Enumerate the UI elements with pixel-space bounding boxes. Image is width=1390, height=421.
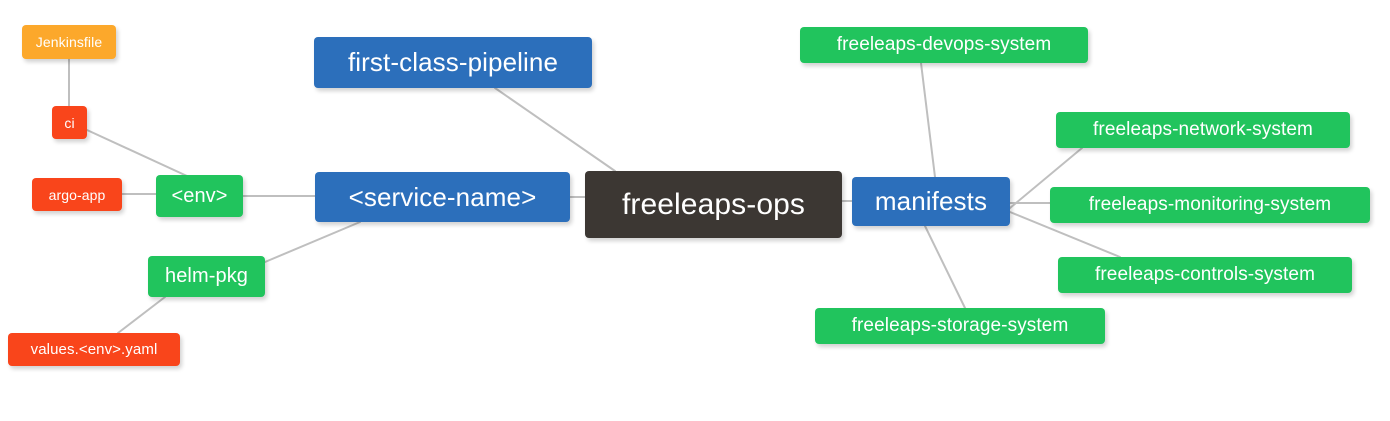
node-label-manifests: manifests [874,186,988,216]
node-label-env: <env> [171,184,228,207]
node-label-storage: freeleaps-storage-system [851,315,1069,336]
node-helm-pkg[interactable]: helm-pkg [148,256,265,297]
node-label-controls: freeleaps-controls-system [1094,264,1316,285]
node-monitoring[interactable]: freeleaps-monitoring-system [1050,187,1370,223]
node-manifests[interactable]: manifests [852,177,1010,226]
node-network[interactable]: freeleaps-network-system [1056,112,1350,148]
edge-helm-pkg-to-values-yaml [117,296,166,334]
node-controls[interactable]: freeleaps-controls-system [1058,257,1352,293]
node-label-jenkinsfile: Jenkinsfile [35,34,103,50]
edge-manifests-to-devops [920,62,936,178]
node-label-root: freeleaps-ops [621,187,806,221]
node-label-network: freeleaps-network-system [1093,119,1313,140]
edge-manifests-to-storage [924,225,966,309]
node-storage[interactable]: freeleaps-storage-system [815,308,1105,344]
node-label-values-yaml: values.<env>.yaml [30,341,158,358]
node-pipeline[interactable]: first-class-pipeline [314,37,592,88]
node-label-helm-pkg: helm-pkg [164,265,249,287]
node-label-ci: ci [64,114,75,131]
node-label-argo-app: argo-app [48,186,106,203]
node-env[interactable]: <env> [156,175,243,217]
node-argo-app[interactable]: argo-app [32,178,122,211]
node-jenkinsfile[interactable]: Jenkinsfile [22,25,116,59]
node-label-pipeline: first-class-pipeline [347,47,559,77]
node-ci[interactable]: ci [52,106,87,139]
node-service-name[interactable]: <service-name> [315,172,570,222]
node-label-service-name: <service-name> [348,181,537,212]
node-devops[interactable]: freeleaps-devops-system [800,27,1088,63]
node-label-monitoring: freeleaps-monitoring-system [1088,194,1332,215]
edge-service-name-to-helm-pkg [264,221,361,263]
edge-pipeline-to-root [494,87,616,172]
node-root[interactable]: freeleaps-ops [585,171,842,238]
node-label-devops: freeleaps-devops-system [836,34,1052,55]
node-values-yaml[interactable]: values.<env>.yaml [8,333,180,366]
